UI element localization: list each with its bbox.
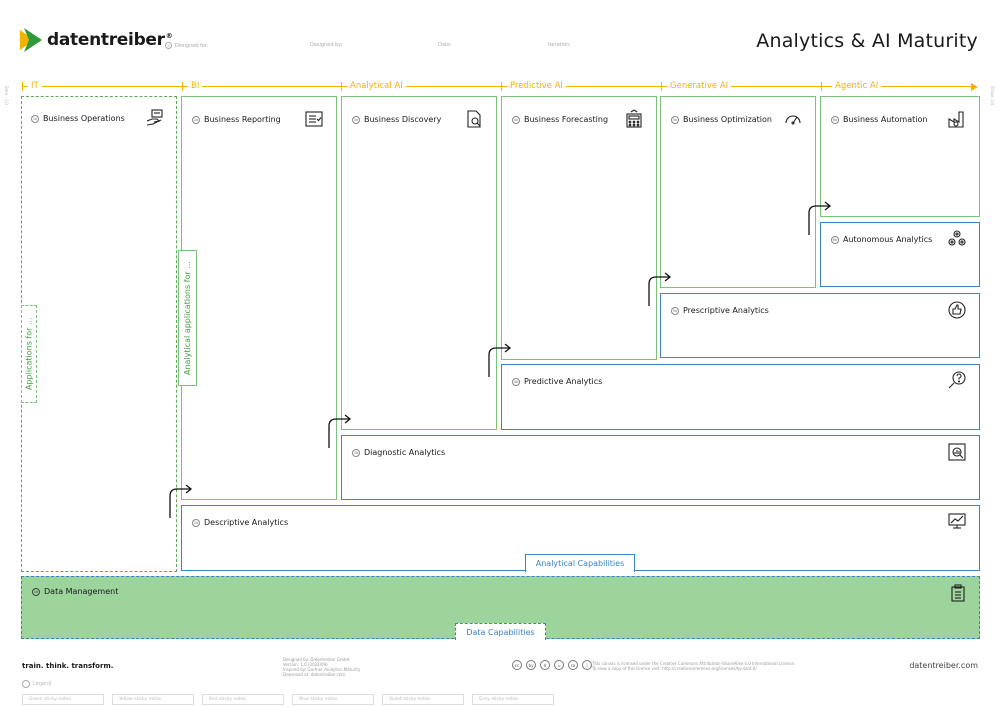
tab-analytical-applications-for: Analytical applications for ... [178,250,197,386]
predictive-analytics-box[interactable]: 4b Predictive Analytics [501,364,980,430]
noderivs-icon: = [554,660,564,670]
calculator-forecast-icon [626,109,642,128]
side-mark-left: Beta · 1/1 [4,86,9,106]
autonomous-analytics-box[interactable]: 6b Autonomous Analytics [820,222,980,287]
stage-label-agentic-ai: Agentic AI [832,81,882,91]
step-number: 1a [31,114,39,123]
hand-with-laptop-icon [146,109,163,126]
legend-gray-sticky: Gray sticky notes [472,694,554,705]
progression-arrow-icon [648,272,672,306]
progression-arrow-icon [169,484,193,518]
gears-network-icon [948,230,966,246]
website-link[interactable]: datentreiber.com [909,661,978,670]
legend-red-sticky: Red sticky notes [202,694,284,705]
legend-blue-sticky: Blue sticky notes [292,694,374,705]
stage-label-predictive-ai: Predictive AI [507,81,566,91]
tab-data-capabilities: Data Capabilities [455,623,546,640]
line-chart-screen-icon [948,513,966,529]
progression-arrow-icon [808,201,832,235]
legend-violet-sticky: Violet sticky notes [382,694,464,705]
stage-label-it: IT [28,81,42,91]
page-title: Analytics & AI Maturity [756,30,978,52]
meta-designed-for[interactable]: ① Designed for: [165,42,209,49]
stage-label-generative-ai: Generative AI [667,81,732,91]
noncommercial-icon: $ [540,660,550,670]
stage-tick [821,82,823,91]
stage-timeline [22,86,972,88]
footer-credits: Designed by: Datentreiber GmbH Version: … [283,657,361,677]
meta-designed-by[interactable]: Designed by: [310,42,343,48]
data-management-title: 1b Data Management [32,587,119,596]
business-reporting-title: 2a Business Reporting [192,115,281,124]
document-search-icon [467,110,481,128]
clipboard-list-icon [951,584,965,602]
progression-arrow-icon [328,414,352,448]
business-operations-title: 1a Business Operations [31,114,125,123]
stage-label-bi: BI [188,81,203,91]
tagline: train. think. transform. [22,662,114,670]
autonomous-analytics-title: 6b Autonomous Analytics [831,235,933,244]
legend-green-sticky: Green sticky notes [22,694,104,705]
stage-tick [182,82,184,91]
business-optimization-title: 5a Business Optimization [671,115,772,124]
datentreiber-logo-icon [20,28,42,52]
stage-tick [22,82,24,91]
sharealike-icon: sa [568,660,578,670]
business-operations-box[interactable]: 1a Business Operations [21,96,177,572]
predictive-analytics-title: 4b Predictive Analytics [512,377,603,386]
diagnostic-analytics-title: 3b Diagnostic Analytics [352,448,446,457]
crystal-ball-question-icon [948,371,966,389]
business-forecasting-title: 4a Business Forecasting [512,115,609,124]
business-forecasting-box[interactable]: 4a Business Forecasting [501,96,657,360]
license-icons: cc by $ = sa i [512,660,592,670]
stage-tick [341,82,343,91]
report-list-icon [305,111,323,127]
business-discovery-title: 3a Business Discovery [352,115,442,124]
stage-tick [661,82,663,91]
tab-analytical-capabilities: Analytical Capabilities [525,554,635,572]
business-automation-box[interactable]: 6a Business Automation [820,96,980,217]
business-automation-title: 6a Business Automation [831,115,928,124]
descriptive-analytics-title: 2b Descriptive Analytics [192,518,289,527]
business-reporting-box[interactable]: 2a Business Reporting [181,96,337,500]
tab-applications-for: Applications for ... [21,305,37,403]
diagnostic-analytics-box[interactable]: 3b Diagnostic Analytics [341,435,980,500]
meta-date[interactable]: Date: [438,42,452,48]
factory-gear-icon [948,111,964,128]
timeline-arrow-icon [971,82,978,91]
progression-arrow-icon [488,343,512,377]
stage-tick [501,82,503,91]
attribution-icon: by [526,660,536,670]
legend-icon [22,680,30,688]
license-text: This canvas is licensed under the Creati… [592,661,796,671]
thumbs-up-circle-icon [948,301,966,319]
legend-yellow-sticky: Yellow sticky notes [112,694,194,705]
legend: Legend [22,680,51,688]
business-optimization-box[interactable]: 5a Business Optimization [660,96,816,288]
side-mark-right: Stage 1/4 [990,86,995,106]
brand-name: datentreiber® [47,30,173,50]
magnifier-chart-icon [948,443,966,461]
business-discovery-box[interactable]: 3a Business Discovery [341,96,497,430]
cc-icon: cc [512,660,522,670]
stage-label-analytical-ai: Analytical AI [347,81,406,91]
meta-iteration[interactable]: Iteration: [548,42,571,48]
prescriptive-analytics-box[interactable]: 5b Prescriptive Analytics [660,293,980,358]
prescriptive-analytics-title: 5b Prescriptive Analytics [671,306,769,315]
info-icon: i [582,660,592,670]
brand-logo: datentreiber® [20,28,173,52]
speedometer-icon [785,115,801,125]
